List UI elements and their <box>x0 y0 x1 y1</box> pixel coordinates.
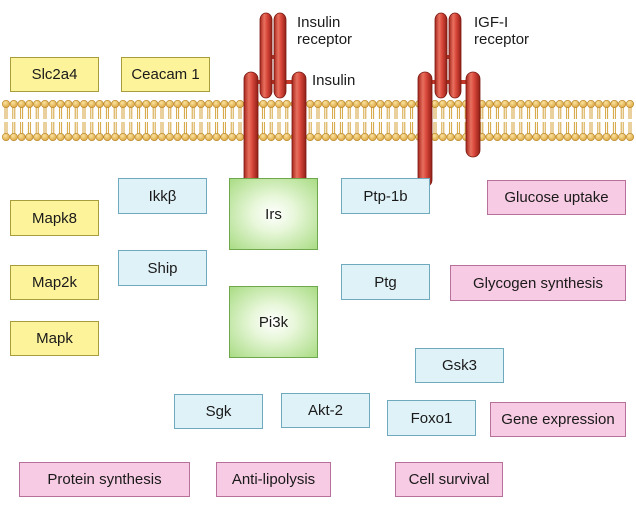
insulin-receptor-alpha-right <box>273 12 287 99</box>
pi3k-box: Pi3k <box>229 286 318 358</box>
insulin-receptor-alpha-left <box>259 12 273 99</box>
igf-receptor-label-line2: receptor <box>474 31 530 48</box>
igf-receptor-label: IGF-I receptor <box>474 14 529 48</box>
anti-lipolysis-box: Anti-lipolysis <box>216 462 331 497</box>
igf-receptor-alpha-left <box>434 12 448 99</box>
mapk-box: Mapk <box>10 321 99 356</box>
gene-expression-box: Gene expression <box>490 402 626 437</box>
mapk8-box: Mapk8 <box>10 200 99 236</box>
ceacam1-box: Ceacam 1 <box>121 57 210 92</box>
sgk-box: Sgk <box>174 394 263 429</box>
foxo1-box: Foxo1 <box>387 400 476 436</box>
cell-survival-box: Cell survival <box>395 462 503 497</box>
slc2a4-box: Slc2a4 <box>10 57 99 92</box>
protein-synthesis-box: Protein synthesis <box>19 462 190 497</box>
glucose-uptake-box: Glucose uptake <box>487 180 626 215</box>
insulin-receptor-link <box>268 55 278 59</box>
gsk3-box: Gsk3 <box>415 348 504 383</box>
igf-receptor-link <box>443 55 453 59</box>
insulin-ligand-label: Insulin <box>312 72 356 89</box>
ship-box: Ship <box>118 250 207 286</box>
irs-box: Irs <box>229 178 318 250</box>
lipid-bilayer <box>1 100 634 142</box>
map2k-box: Map2k <box>10 265 99 300</box>
insulin-receptor-right-subunit <box>291 71 307 188</box>
akt2-box: Akt-2 <box>281 393 370 428</box>
glycogen-synthesis-box: Glycogen synthesis <box>450 265 626 301</box>
igf-receptor-right-subunit <box>465 71 481 158</box>
insulin-receptor-label-line1: Insulin <box>297 14 341 31</box>
ikkb-box: Ikkβ <box>118 178 207 214</box>
insulin-receptor-label-line2: receptor <box>297 31 353 48</box>
receptors <box>243 12 481 188</box>
insulin-receptor-left-subunit <box>243 71 259 188</box>
igf-receptor-label-line1: IGF-I <box>474 14 509 31</box>
igf-receptor-alpha-right <box>448 12 462 99</box>
ptp1b-box: Ptp-1b <box>341 178 430 214</box>
ptg-box: Ptg <box>341 264 430 300</box>
igf-receptor-left-subunit <box>417 71 433 188</box>
insulin-receptor-label: Insulin receptor <box>297 14 352 48</box>
